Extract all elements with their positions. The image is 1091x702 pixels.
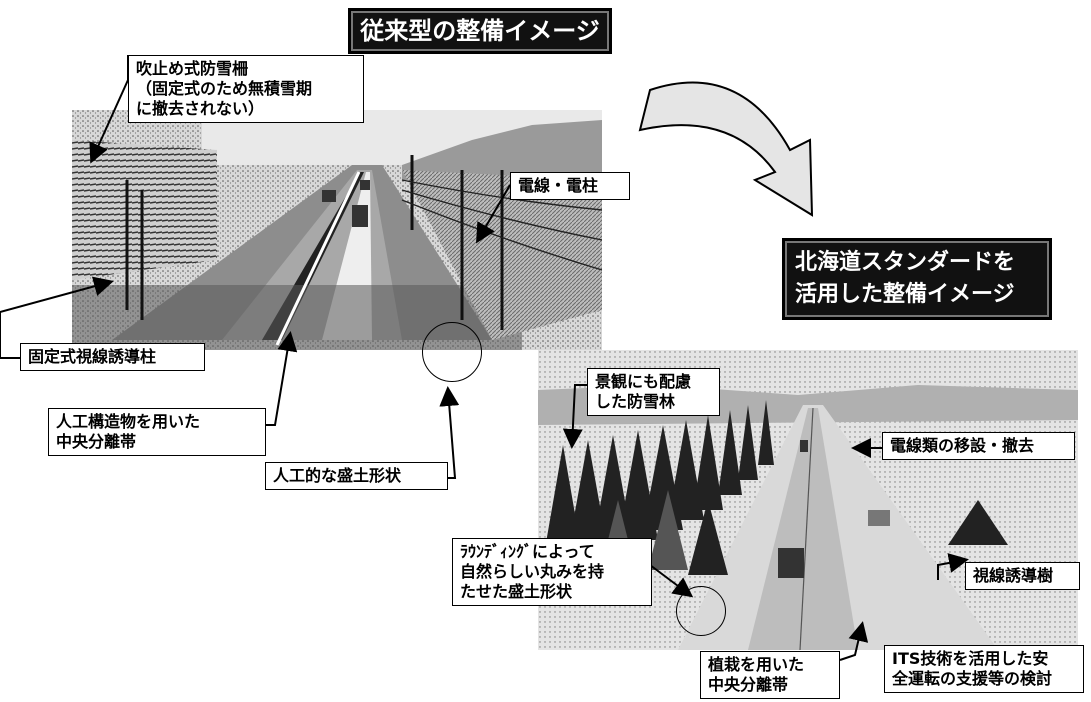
snow-fence-label: 吹止め式防雪柵 （固定式のため無積雪期 に撤去されない） [128,55,364,123]
line-removal-label: 電線類の移設・撤去 [882,432,1075,460]
guide-trees-label: 視線誘導樹 [965,562,1080,590]
snow-forest-label: 景観にも配慮 した防雪林 [587,368,720,416]
rounding-highlight-circle [676,586,726,636]
embankment-highlight-circle [422,322,482,382]
median-planting-label: 植栽を用いた 中央分離帯 [700,651,840,699]
median-artificial-label: 人工構造物を用いた 中央分離帯 [48,408,266,456]
hokkaido-title-banner: 北海道スタンダードを 活用した整備イメージ [782,238,1052,320]
rounding-label: ﾗｳﾝﾃﾞｨﾝｸﾞによって 自然らしい丸みを持 たせた盛土形状 [452,538,652,606]
conventional-road-illustration [72,110,602,350]
fixed-guide-posts-label: 固定式視線誘導柱 [20,343,205,371]
artificial-embankment-label: 人工的な盛土形状 [265,462,448,490]
power-lines-label: 電線・電柱 [510,172,630,200]
conventional-title-banner: 従来型の整備イメージ [348,8,612,54]
its-label: ITS技術を活用した安 全運転の支援等の検討 [884,645,1084,693]
